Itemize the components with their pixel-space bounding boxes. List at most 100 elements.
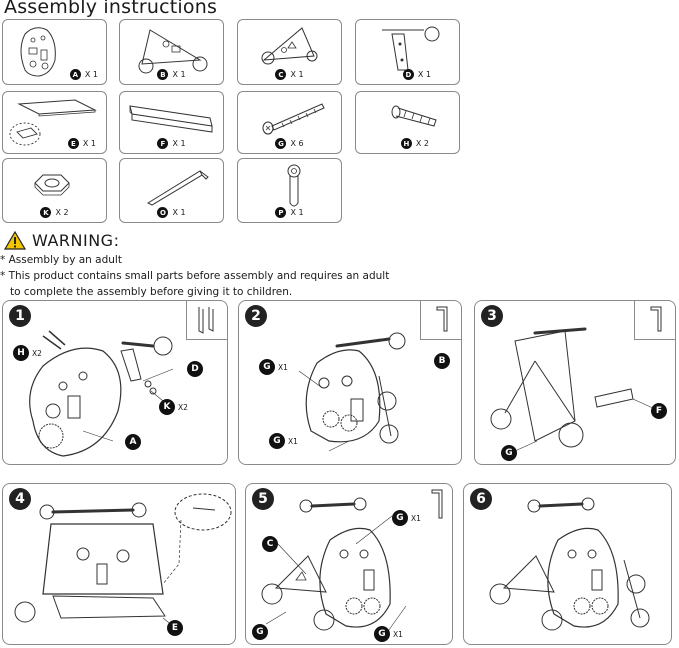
- step-4-illustration: [14, 493, 232, 627]
- part-letter-badge: K: [159, 399, 175, 415]
- warning-triangle-icon: [4, 231, 26, 250]
- part-card-p: P X 1: [237, 158, 342, 223]
- warning-text: * Assembly by an adult * This product co…: [0, 252, 389, 300]
- part-letter-badge: A: [125, 434, 141, 450]
- step-2-illustration: [298, 332, 406, 452]
- callout-g-right: G X1: [374, 626, 403, 642]
- part-letter-badge: G: [501, 445, 517, 461]
- long-screw-icon: [262, 103, 325, 135]
- part-quantity: X 1: [417, 70, 431, 79]
- callout-qty: X1: [393, 629, 403, 639]
- tool-box: [634, 301, 675, 340]
- callout-g: G: [501, 445, 517, 461]
- part-letter-badge: A: [69, 69, 81, 80]
- callout-g-lower: G X1: [269, 433, 298, 449]
- warning-heading: WARNING:: [4, 231, 119, 250]
- warning-line: * This product contains small parts befo…: [0, 270, 390, 282]
- callout-k: K X2: [159, 399, 188, 415]
- part-card-c: C X 1: [237, 19, 342, 85]
- allen-key-icon: [436, 306, 448, 332]
- part-letter-badge: D: [187, 361, 203, 377]
- warning-line: to complete the assembly before giving i…: [10, 286, 293, 298]
- part-card-b: B X 1: [119, 19, 224, 85]
- tool-box: [186, 301, 227, 340]
- tools-icon: [198, 307, 214, 334]
- part-letter-badge: G: [392, 510, 408, 526]
- part-letter-badge: B: [434, 353, 450, 369]
- part-card-k: K X 2: [2, 158, 107, 223]
- part-quantity: X 1: [172, 70, 186, 79]
- step-number: 1: [9, 305, 31, 327]
- part-quantity: X 6: [290, 139, 304, 148]
- part-quantity: X 1: [84, 70, 98, 79]
- callout-qty: X1: [278, 362, 288, 372]
- part-letter-badge: P: [275, 207, 287, 218]
- callout-qty: X2: [178, 402, 188, 412]
- callout-b: B: [434, 353, 450, 369]
- part-card-h: H X 2: [355, 91, 460, 154]
- step-number: 6: [470, 488, 492, 510]
- part-letter-badge: E: [67, 138, 79, 149]
- step-card-4: 4 E: [2, 483, 236, 645]
- bolt-icon: [391, 105, 437, 127]
- step-card-2: 2 G X1 B G X1: [238, 300, 462, 465]
- callout-g-top: G X1: [392, 510, 421, 526]
- part-card-a: A X 1: [2, 19, 107, 85]
- tool-box: [420, 301, 461, 340]
- part-card-e: E X 1: [2, 91, 107, 154]
- callout-g-left: G: [252, 624, 268, 640]
- page-title: Assembly instructions: [4, 0, 218, 18]
- part-quantity: X 1: [172, 208, 186, 217]
- step-card-3: 3 F G: [474, 300, 676, 465]
- warning-title: WARNING:: [32, 231, 120, 250]
- part-quantity: X 1: [290, 208, 304, 217]
- step-number: 4: [9, 488, 31, 510]
- part-letter-badge: B: [157, 69, 169, 80]
- part-card-d: D X 1: [355, 19, 460, 85]
- part-letter-badge: C: [262, 536, 278, 552]
- part-letter-badge: K: [40, 207, 52, 218]
- step-6-illustration: [489, 497, 650, 631]
- part-letter-badge: F: [157, 138, 169, 149]
- part-quantity: X 2: [55, 208, 69, 217]
- warning-line: * Assembly by an adult: [0, 254, 122, 266]
- tool-box: [426, 484, 452, 522]
- part-quantity: X 2: [415, 139, 429, 148]
- callout-e: E: [167, 620, 183, 636]
- allen-key-icon: [431, 489, 443, 519]
- wrench-icon: [287, 164, 301, 207]
- part-quantity: X 1: [172, 139, 186, 148]
- part-letter-badge: F: [651, 403, 667, 419]
- step-number: 3: [481, 305, 503, 327]
- callout-qty: X1: [411, 513, 421, 523]
- part-letter-badge: G: [259, 359, 275, 375]
- callout-a: A: [125, 434, 141, 450]
- rear-frame-icon: [138, 29, 208, 74]
- part-card-g: G X 6: [237, 91, 342, 154]
- tray-icon: [9, 99, 97, 146]
- part-card-f: F X 1: [119, 91, 224, 154]
- part-letter-badge: G: [374, 626, 390, 642]
- front-frame-icon: [261, 27, 318, 65]
- part-letter-badge: G: [275, 138, 287, 149]
- callout-qty: X1: [288, 436, 298, 446]
- allen-key-icon: [146, 170, 209, 206]
- part-letter-badge: H: [13, 345, 29, 361]
- callout-h: H X2: [13, 345, 42, 361]
- step-number: 2: [245, 305, 267, 327]
- step-number: 5: [252, 488, 274, 510]
- part-quantity: X 1: [290, 70, 304, 79]
- step-card-1: 1 H X2 D K X2 A: [2, 300, 228, 465]
- step-card-6: 6: [463, 483, 672, 645]
- part-letter-badge: C: [275, 69, 287, 80]
- callout-g-upper: G X1: [259, 359, 288, 375]
- part-letter-badge: O: [157, 207, 169, 218]
- step-card-5: 5 C G X1 G G X1: [245, 483, 453, 645]
- callout-d: D: [187, 361, 203, 377]
- step-5-illustration: [261, 497, 407, 635]
- step-1-illustration: [29, 330, 174, 457]
- part-letter-badge: E: [167, 620, 183, 636]
- board-panel-icon: [20, 27, 56, 77]
- nut-icon: [34, 174, 70, 196]
- allen-key-icon: [650, 306, 662, 332]
